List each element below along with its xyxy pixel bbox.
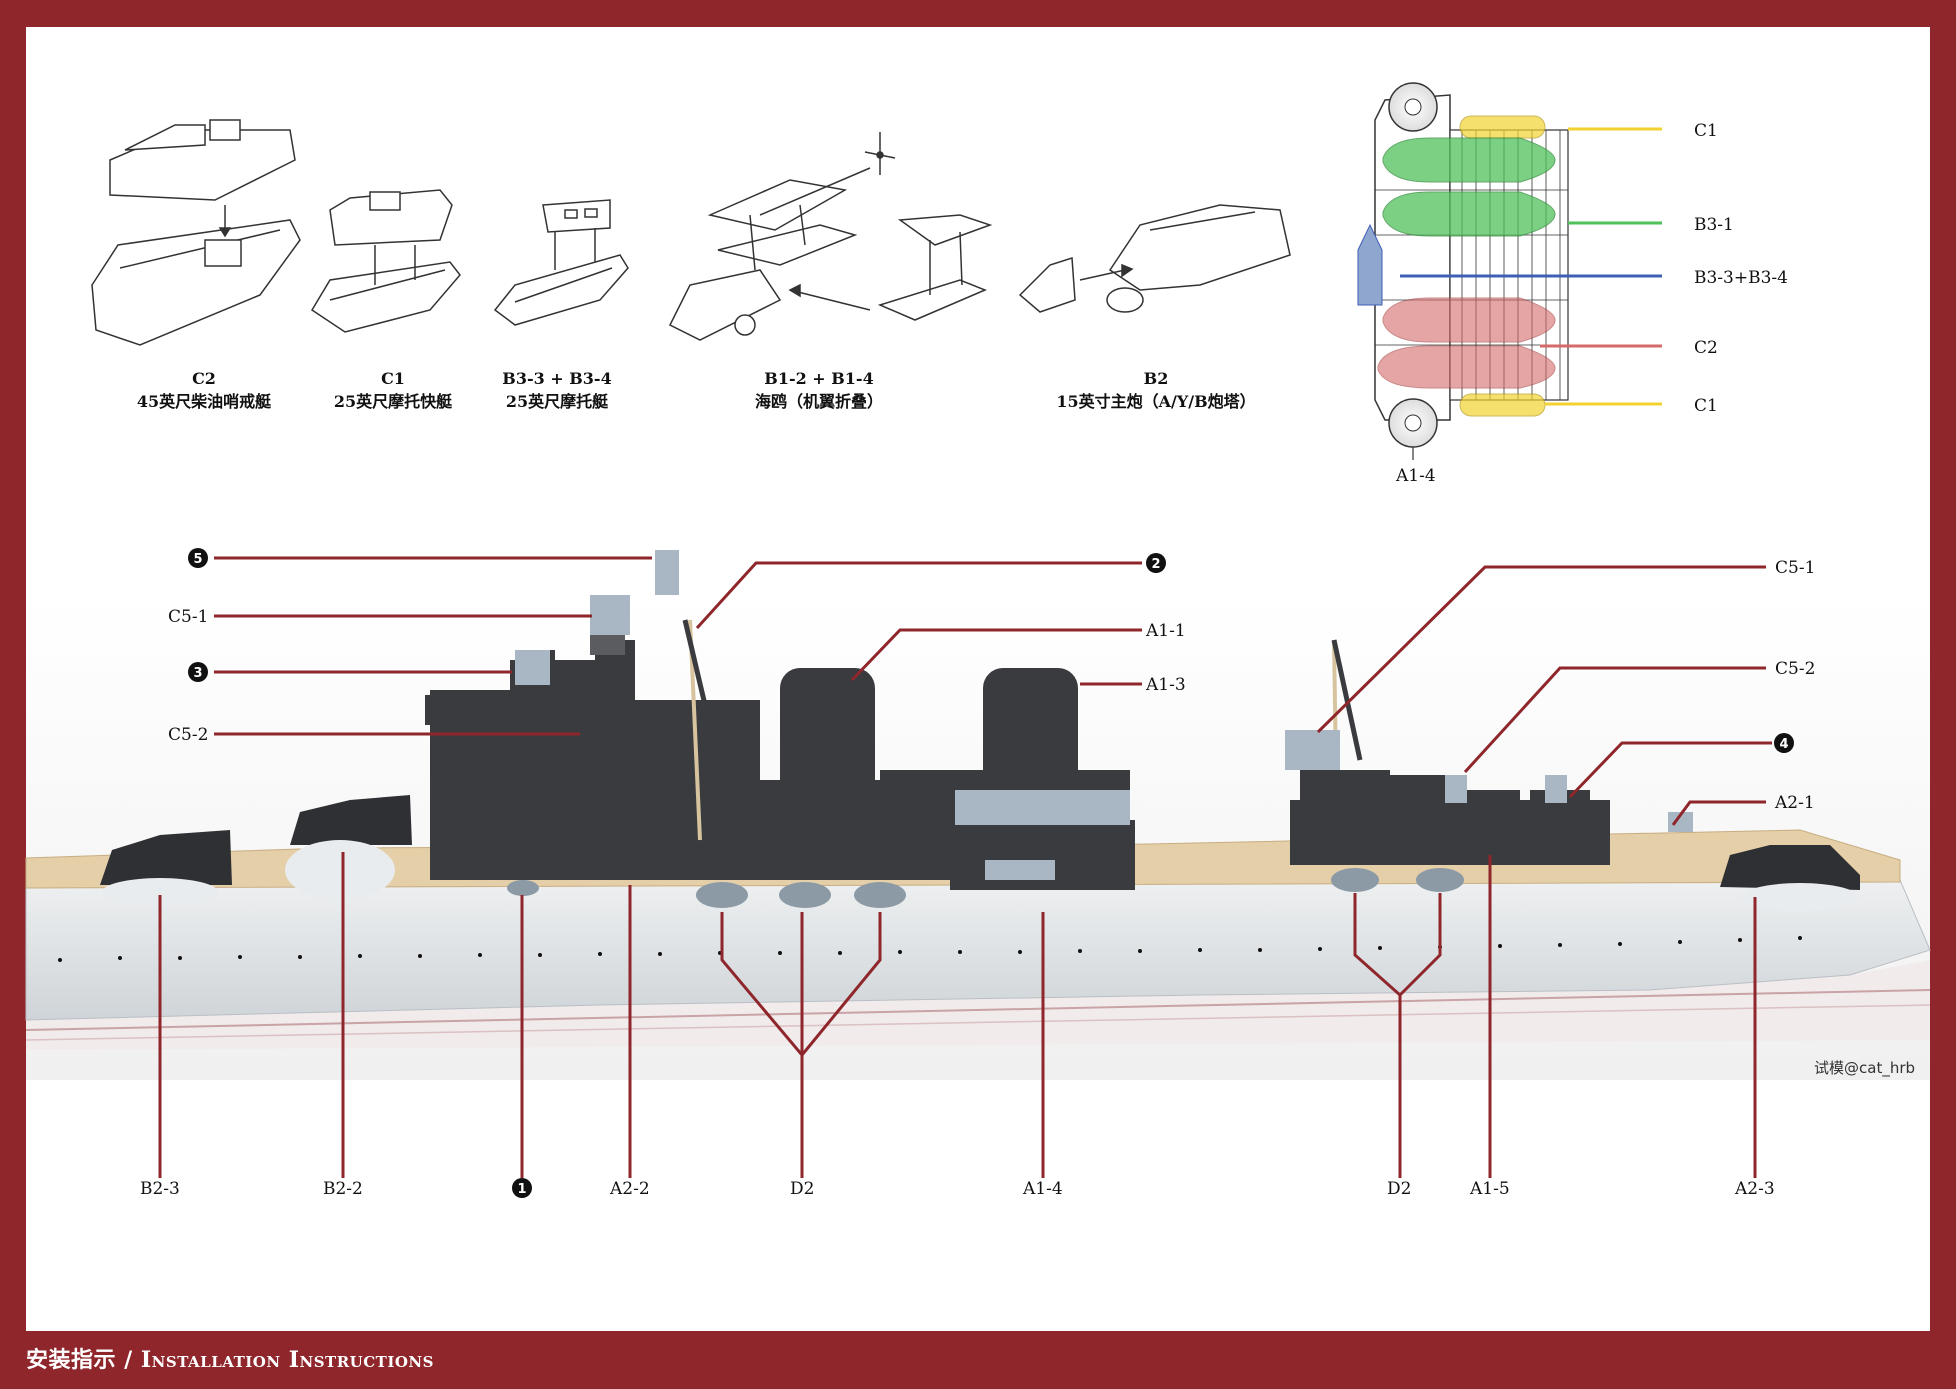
part-captions: C2 45英尺柴油哨戒艇 C1 25英尺摩托快艇 B3-3 + B3-4 25英…: [137, 369, 1256, 411]
callout-b2-3: B2-3: [140, 1179, 180, 1199]
part-b2-code: B2: [1144, 369, 1169, 388]
callout-a2-1: A2-1: [1774, 793, 1815, 813]
aft-superstructure: [1290, 770, 1610, 865]
leader-lines: [158, 556, 1772, 1178]
callout-badges: 5 3 2 4 1: [188, 548, 1794, 1198]
callout-left-c5-2: C5-2: [168, 725, 208, 745]
callout-a1-1: A1-1: [1145, 621, 1186, 641]
model-credit: 试模@cat_hrb: [1814, 1059, 1916, 1077]
aa-mounts: [515, 550, 1693, 832]
walrus-seaplane-drawing: [668, 132, 993, 341]
part-b2-name: 15英寸主炮（A/Y/B炮塔）: [1056, 392, 1255, 411]
part-c1-code: C1: [381, 369, 405, 388]
part-b1-code: B1-2 + B1-4: [764, 369, 873, 388]
callout-left-c5-1: C5-1: [168, 607, 208, 627]
hull: [25, 879, 1931, 1021]
footer-title: 安装指示 / Installation Instructions: [26, 1342, 434, 1374]
part-b3-name: 25英尺摩托艇: [506, 392, 609, 411]
deck-label-c1-bottom: C1: [1694, 396, 1718, 416]
callout-d2-aft: D2: [1387, 1179, 1411, 1199]
callout-a2-3: A2-3: [1734, 1179, 1775, 1199]
badge-4: 4: [1779, 737, 1788, 752]
badge-2: 2: [1151, 557, 1160, 572]
callout-a1-3: A1-3: [1145, 675, 1186, 695]
seaplane-grey: [955, 790, 1130, 825]
callout-a1-5: A1-5: [1469, 1179, 1510, 1199]
part-b3-code: B3-3 + B3-4: [502, 369, 611, 388]
ship-model: [25, 550, 1931, 1080]
part-c1-name: 25英尺摩托快艇: [334, 392, 453, 411]
c2-boat-drawing: [91, 119, 301, 346]
deck-label-a1-4: A1-4: [1395, 466, 1436, 486]
b2-turret-drawing: [1018, 204, 1291, 313]
b3-boat-drawing: [493, 199, 629, 326]
badge-1: 1: [517, 1182, 526, 1197]
c1-boat-drawing: [310, 189, 461, 333]
footer-title-en: Installation Instructions: [140, 1347, 434, 1373]
callout-a1-4: A1-4: [1022, 1179, 1063, 1199]
callout-a2-2: A2-2: [609, 1179, 650, 1199]
callout-b2-2: B2-2: [323, 1179, 363, 1199]
callout-labels: C5-1 C5-2 A1-1 A1-3 C5-1 C5-2 A2-1 B2-3 …: [140, 558, 1815, 1199]
deck-label-b3-3-b3-4: B3-3+B3-4: [1694, 268, 1788, 288]
secondary-turrets: [507, 868, 1464, 908]
part-c2-code: C2: [192, 369, 216, 388]
callout-right-c5-2: C5-2: [1775, 659, 1815, 679]
portholes: [58, 936, 1802, 962]
callout-d2-forward: D2: [790, 1179, 814, 1199]
badge-3: 3: [193, 666, 202, 681]
badge-5: 5: [193, 552, 202, 567]
footer-title-zh: 安装指示 /: [26, 1347, 141, 1373]
main-turrets: [100, 795, 1860, 911]
motor-boat-grey: [985, 860, 1055, 880]
deck-label-c2: C2: [1694, 338, 1718, 358]
boat-deck-diagram: C1 B3-1 B3-3+B3-4 C2 C1 A1-4: [1357, 82, 1788, 486]
callout-right-c5-1: C5-1: [1775, 558, 1815, 578]
part-b1-name: 海鸥（机翼折叠）: [755, 392, 883, 411]
part-c2-name: 45英尺柴油哨戒艇: [137, 392, 272, 411]
deck-label-b3-1: B3-1: [1694, 215, 1734, 235]
deck-label-c1-top: C1: [1694, 121, 1718, 141]
